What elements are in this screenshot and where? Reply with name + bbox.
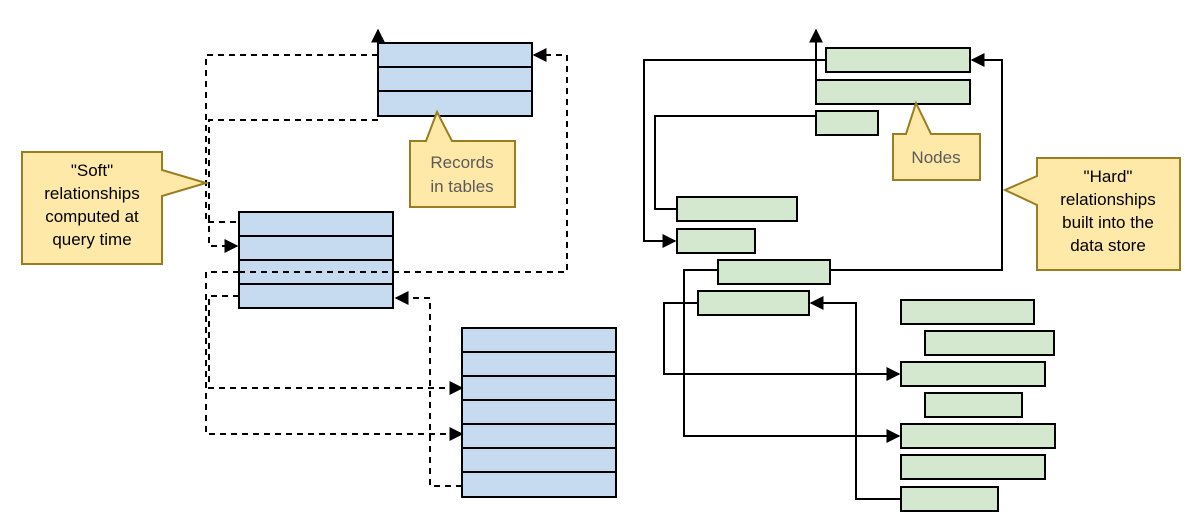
callout-hard-line-4: data store bbox=[1070, 236, 1146, 255]
table-row bbox=[461, 423, 617, 449]
dashed-link bbox=[208, 295, 464, 395]
callout-records-line-2: in tables bbox=[430, 177, 493, 196]
callout-hard-line-2: relationships bbox=[1060, 190, 1155, 209]
graph-node bbox=[900, 454, 1046, 480]
dashed-link bbox=[394, 291, 462, 487]
graph-node bbox=[924, 330, 1055, 356]
callout-nodes-line-1: Nodes bbox=[911, 148, 960, 167]
graph-node bbox=[924, 392, 1023, 418]
table-bottom bbox=[461, 327, 617, 498]
callout-nodes: Nodes bbox=[892, 100, 981, 181]
solid-link bbox=[654, 115, 816, 210]
graph-node bbox=[717, 259, 831, 285]
graph-node bbox=[815, 79, 971, 105]
solid-link bbox=[683, 269, 901, 443]
callout-records-line-1: Records bbox=[430, 153, 493, 172]
table-row bbox=[377, 90, 533, 117]
callout-records: Records in tables bbox=[409, 109, 516, 208]
solid-link bbox=[830, 53, 1003, 271]
relational-tables bbox=[238, 42, 617, 498]
solid-link bbox=[663, 302, 901, 381]
graph-node bbox=[900, 361, 1046, 387]
graph-node bbox=[676, 228, 756, 254]
graph-node bbox=[815, 110, 879, 136]
table-row bbox=[461, 351, 617, 377]
callout-soft-line-4: query time bbox=[52, 230, 131, 249]
solid-link bbox=[809, 296, 901, 500]
callout-hard-line-1: "Hard" bbox=[1084, 167, 1133, 186]
callout-soft: "Soft" relationships computed at query t… bbox=[21, 151, 210, 265]
table-row bbox=[377, 42, 533, 68]
table-row bbox=[461, 471, 617, 498]
table-middle bbox=[238, 211, 394, 309]
dashed-link bbox=[205, 54, 378, 223]
table-row bbox=[238, 235, 394, 261]
graph-node bbox=[697, 290, 810, 316]
dashed-link bbox=[239, 48, 568, 273]
dashed-link bbox=[205, 271, 464, 441]
table-row bbox=[238, 211, 394, 237]
callout-soft-line-3: computed at bbox=[45, 207, 139, 226]
table-row bbox=[461, 399, 617, 425]
hard-relationships bbox=[643, 28, 1003, 500]
table-row bbox=[377, 66, 533, 92]
table-row bbox=[238, 283, 394, 309]
callout-soft-line-1: "Soft" bbox=[71, 161, 113, 180]
solid-link bbox=[643, 59, 826, 248]
callout-hard: "Hard" relationships built into the data… bbox=[1002, 157, 1181, 271]
graph-node bbox=[900, 299, 1035, 325]
graph-node bbox=[900, 486, 999, 512]
table-row bbox=[461, 375, 617, 401]
table-row bbox=[461, 447, 617, 473]
callout-hard-line-3: built into the bbox=[1062, 213, 1154, 232]
graph-node bbox=[900, 423, 1056, 449]
callout-soft-line-2: relationships bbox=[44, 184, 139, 203]
table-row bbox=[461, 327, 617, 353]
graph-nodes bbox=[676, 47, 1056, 512]
table-top bbox=[377, 42, 533, 117]
graph-node bbox=[825, 47, 971, 73]
graph-node bbox=[676, 196, 798, 222]
